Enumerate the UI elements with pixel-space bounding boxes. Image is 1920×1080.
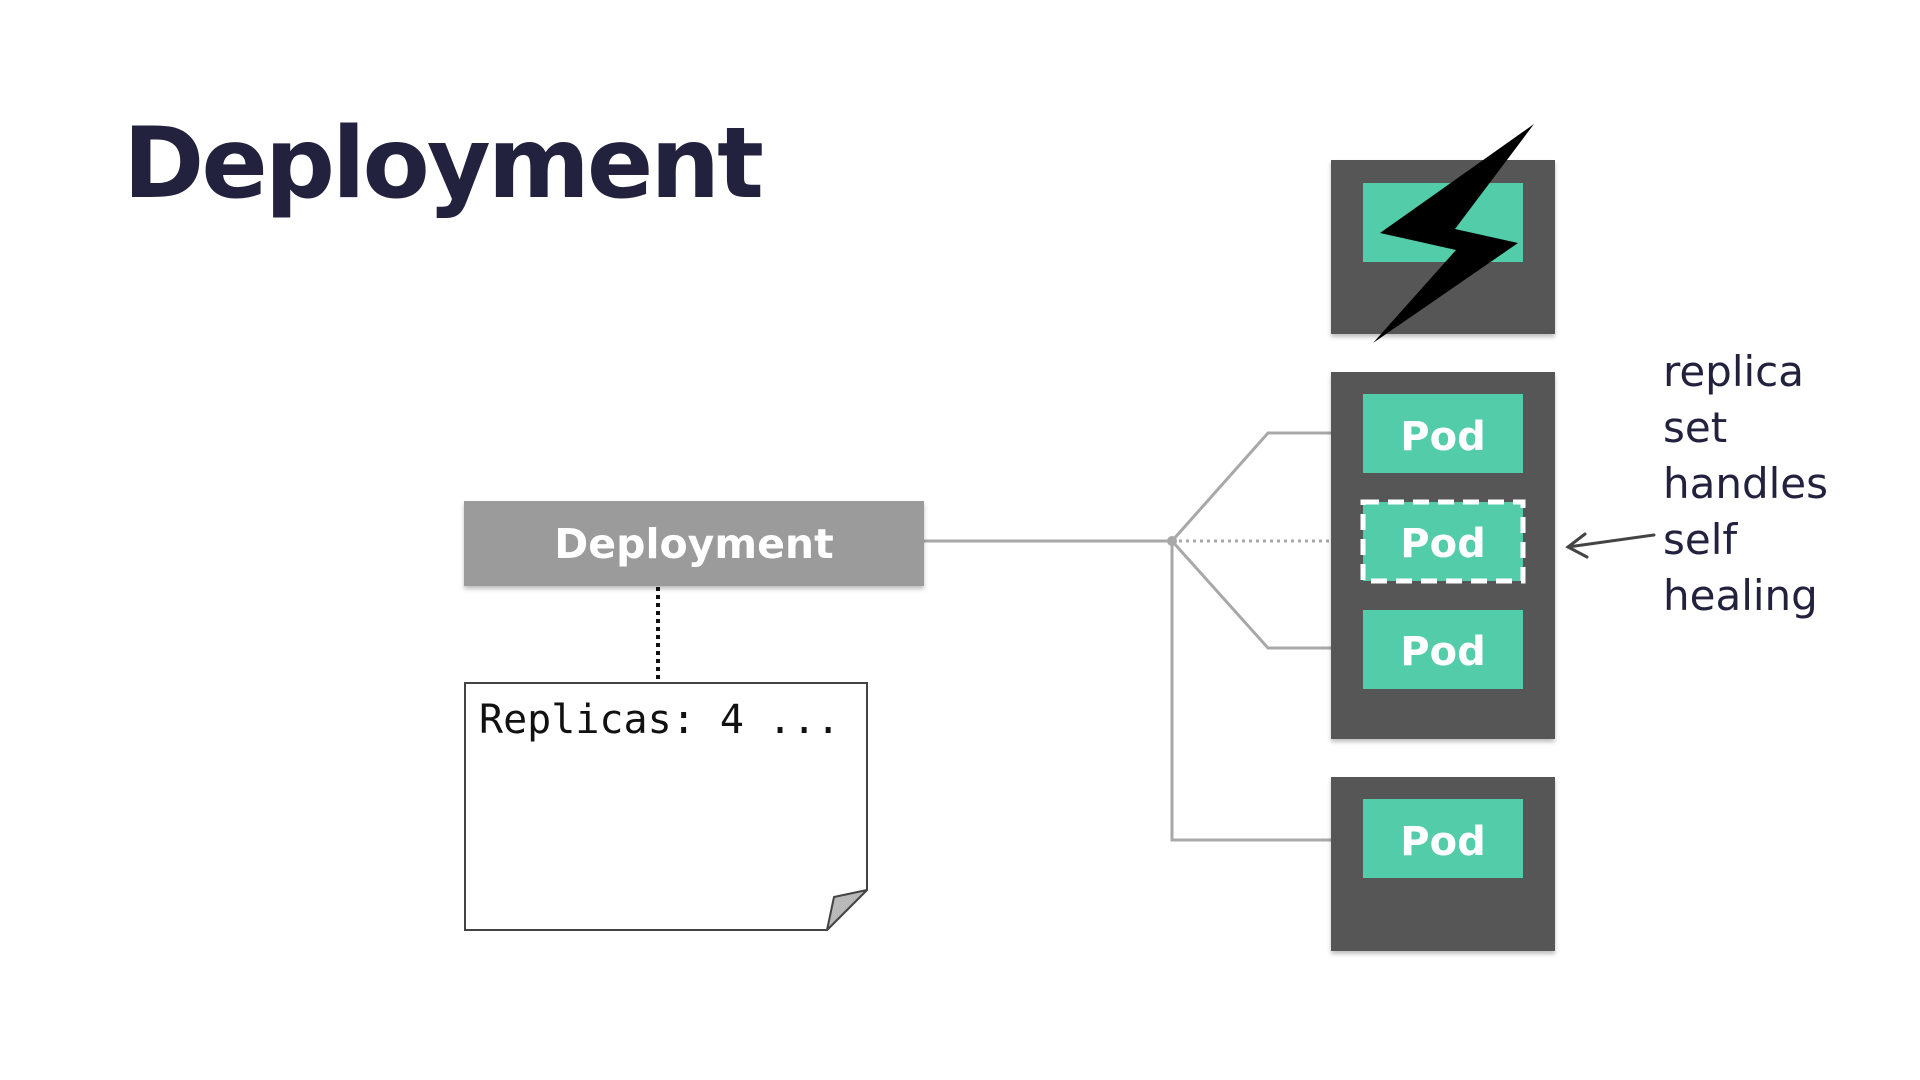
connector-lines: [920, 431, 1368, 842]
pod: Pod: [1363, 799, 1523, 878]
connector-hub: [1167, 536, 1177, 546]
annotation-line: self: [1663, 515, 1738, 564]
self-healing-annotation: replica set handles self healing: [1663, 344, 1828, 624]
pod-label: Pod: [1400, 414, 1485, 460]
annotation-line: healing: [1663, 571, 1818, 620]
pod-box: [1360, 499, 1526, 584]
spec-note: Replicas: 4 ...: [464, 682, 868, 931]
pod-recreated: Pod: [1360, 499, 1526, 584]
pod-box: [1363, 799, 1523, 878]
pod-label: Pod: [1400, 819, 1485, 865]
deployment-box: [464, 501, 924, 586]
pod: Pod: [1363, 610, 1523, 689]
note-fold: [826, 889, 868, 931]
pod-box: [1363, 610, 1523, 689]
deployment-label: Deployment: [554, 520, 833, 568]
deployment-node: Deployment: [464, 501, 924, 586]
annotation-line: handles: [1663, 459, 1829, 508]
lightning-bolt-icon: [1373, 124, 1534, 343]
page-title: Deployment: [123, 107, 764, 221]
pod: Pod: [1363, 394, 1523, 473]
annotation-line: replica: [1663, 347, 1805, 396]
pod-box: [1363, 394, 1523, 473]
replicas-text: Replicas: 4 ...: [479, 697, 840, 743]
annotation-line: set: [1663, 403, 1728, 452]
pod-label: Pod: [1400, 629, 1485, 675]
pod-label: Pod: [1400, 521, 1485, 567]
arrow-left-icon: [1565, 532, 1656, 559]
hub-to-pod-4-line: [1170, 541, 1368, 842]
